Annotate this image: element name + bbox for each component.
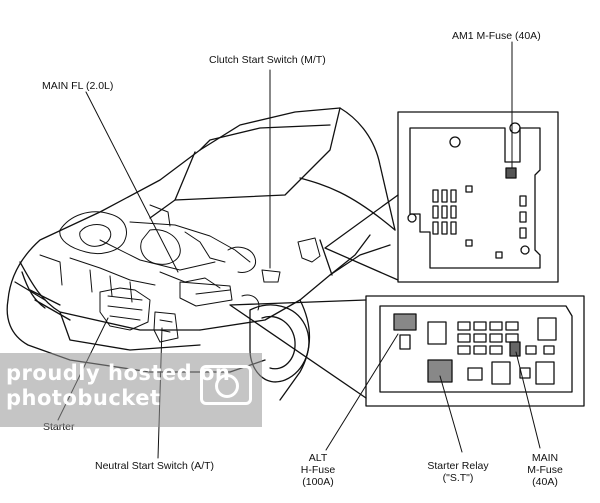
- label-alt-line: ALT: [308, 452, 328, 464]
- camera-icon: [200, 365, 252, 405]
- watermark-line-2: photobucket: [6, 386, 161, 410]
- label-main-m-fuse: MAIN M-Fuse (40A): [522, 452, 568, 488]
- label-clutch-start-switch: Clutch Start Switch (M/T): [209, 54, 326, 66]
- label-starter-relay-line: Starter Relay: [427, 460, 489, 472]
- label-m-fuse-line: M-Fuse: [527, 464, 563, 476]
- label-starter-relay: Starter Relay ("S.T"): [418, 460, 498, 484]
- label-st-line: ("S.T"): [442, 472, 474, 484]
- upper-relay-box: [324, 111, 559, 283]
- label-h-fuse-line: H-Fuse: [300, 464, 336, 476]
- label-40a-line: (40A): [532, 476, 558, 488]
- label-am1-m-fuse: AM1 M-Fuse (40A): [452, 30, 541, 42]
- photobucket-watermark: proudly hosted on photobucket: [0, 353, 262, 427]
- label-main-fl: MAIN FL (2.0L): [42, 80, 114, 92]
- camera-lens: [215, 374, 239, 398]
- label-100a-line: (100A): [302, 476, 334, 488]
- label-main-line: MAIN: [531, 452, 559, 464]
- lower-fuse-box: [229, 295, 585, 407]
- label-neutral-start-switch: Neutral Start Switch (A/T): [95, 460, 215, 472]
- engine-bay: [39, 204, 321, 343]
- watermark-text: proudly hosted on photobucket: [6, 361, 230, 411]
- watermark-line-1: proudly hosted on: [6, 361, 231, 385]
- label-alt-h-fuse: ALT H-Fuse (100A): [298, 452, 338, 488]
